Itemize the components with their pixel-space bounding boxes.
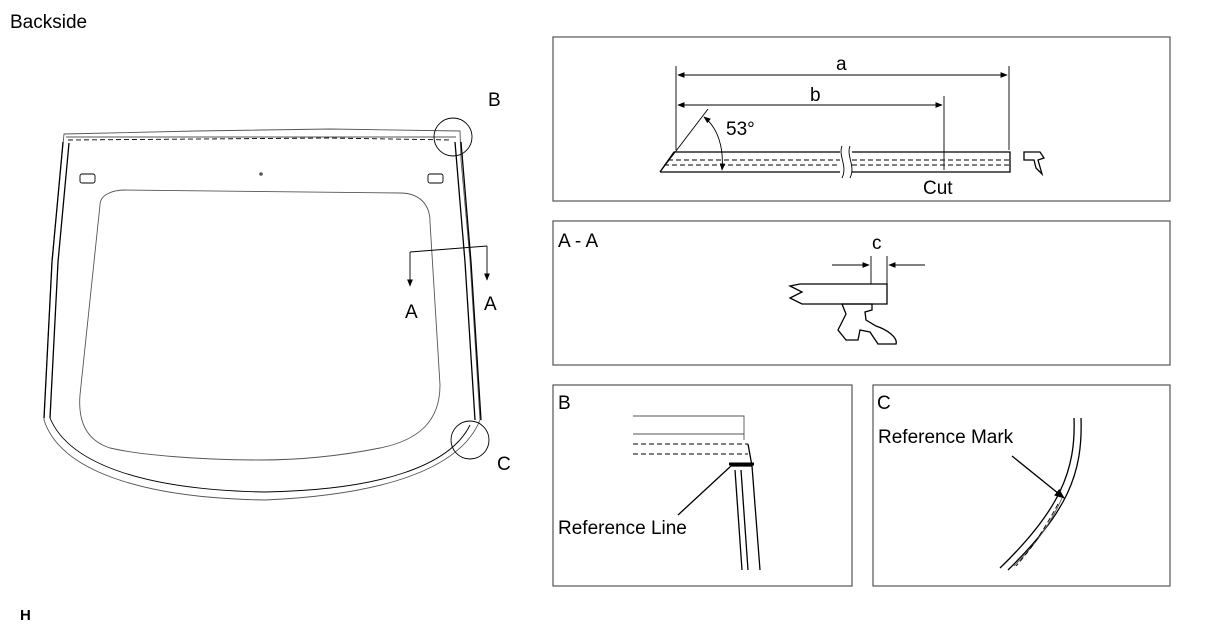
panel-detail-c xyxy=(872,384,1171,587)
angle-guide-line xyxy=(659,108,709,173)
cut-label: Cut xyxy=(923,178,953,199)
panel-cut-dimensions xyxy=(552,36,1171,202)
panel-detail-b xyxy=(552,384,853,587)
section-label-left: A xyxy=(405,302,418,323)
section-label-right: A xyxy=(484,294,497,315)
panel-section-title: A - A xyxy=(558,231,598,252)
glass-marker-left xyxy=(79,173,96,184)
angle-arc xyxy=(703,116,726,171)
callout-c-label: C xyxy=(497,454,511,475)
panel-c-title: C xyxy=(877,393,891,414)
panel-b-title: B xyxy=(558,393,571,414)
glass-section xyxy=(788,283,888,305)
molding-profile xyxy=(1023,151,1046,177)
detail-b-glass xyxy=(633,415,753,467)
reference-mark-label: Reference Mark xyxy=(878,427,1014,448)
callout-b-label: B xyxy=(488,90,501,111)
reference-line-leader xyxy=(677,465,732,516)
dim-b-label: b xyxy=(810,85,821,106)
glass-marker-right xyxy=(427,173,444,184)
detail-b-molding xyxy=(729,462,761,571)
main-title: Backside xyxy=(10,12,87,33)
section-line-a-a xyxy=(407,245,490,287)
glass-center-dot xyxy=(259,172,263,176)
angle-label: 53° xyxy=(726,119,755,140)
reference-mark-leader xyxy=(1011,455,1065,499)
dim-a-label: a xyxy=(836,54,847,75)
side-molding-left xyxy=(43,141,70,419)
callout-b-circle xyxy=(433,117,473,157)
callout-c-circle xyxy=(450,420,490,460)
side-molding-right xyxy=(454,141,482,421)
footer-code: H xyxy=(20,607,31,624)
dim-c-label: c xyxy=(872,233,882,254)
reference-line-label: Reference Line xyxy=(558,518,687,539)
windshield-glass xyxy=(43,128,481,501)
molding-section-profile xyxy=(837,303,897,345)
panel-section-a-a xyxy=(552,220,1171,366)
